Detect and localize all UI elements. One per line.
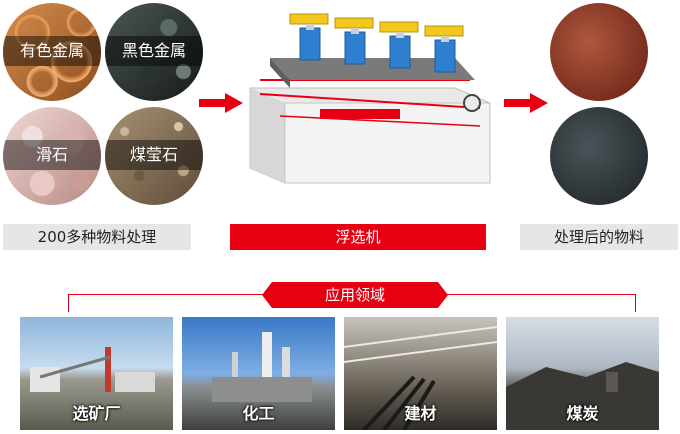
output-caption: 处理后的物料: [520, 224, 678, 250]
fluorite-image: 煤莹石: [105, 107, 203, 205]
application-label: 建材: [404, 404, 437, 423]
application-label: 化工: [242, 404, 275, 423]
machine-caption: 浮选机: [230, 224, 486, 250]
ferrous-metal-label: 黑色金属: [105, 36, 203, 66]
application-label: 选矿厂: [72, 404, 121, 423]
applications-title: 应用领域: [262, 282, 448, 308]
fluorite-label: 煤莹石: [105, 140, 203, 170]
processed-material-image: [550, 107, 648, 205]
ferrous-metal-image: 黑色金属: [105, 3, 203, 101]
application-label: 煤炭: [566, 404, 599, 423]
arrow-right-icon: [504, 93, 548, 113]
application-mineral-plant: 选矿厂: [20, 317, 173, 430]
talc-image: 滑石: [3, 107, 101, 205]
flotation-machine-image: [249, 13, 491, 184]
nonferrous-metal-label: 有色金属: [3, 36, 101, 66]
input-caption: 200多种物料处理: [3, 224, 191, 250]
application-building-materials: 建材: [344, 317, 497, 430]
arrow-right-icon: [199, 93, 243, 113]
processed-material-image: [550, 3, 648, 101]
nonferrous-metal-image: 有色金属: [3, 3, 101, 101]
talc-label: 滑石: [3, 140, 101, 170]
application-chemical: 化工: [182, 317, 335, 430]
application-coal: 煤炭: [506, 317, 659, 430]
